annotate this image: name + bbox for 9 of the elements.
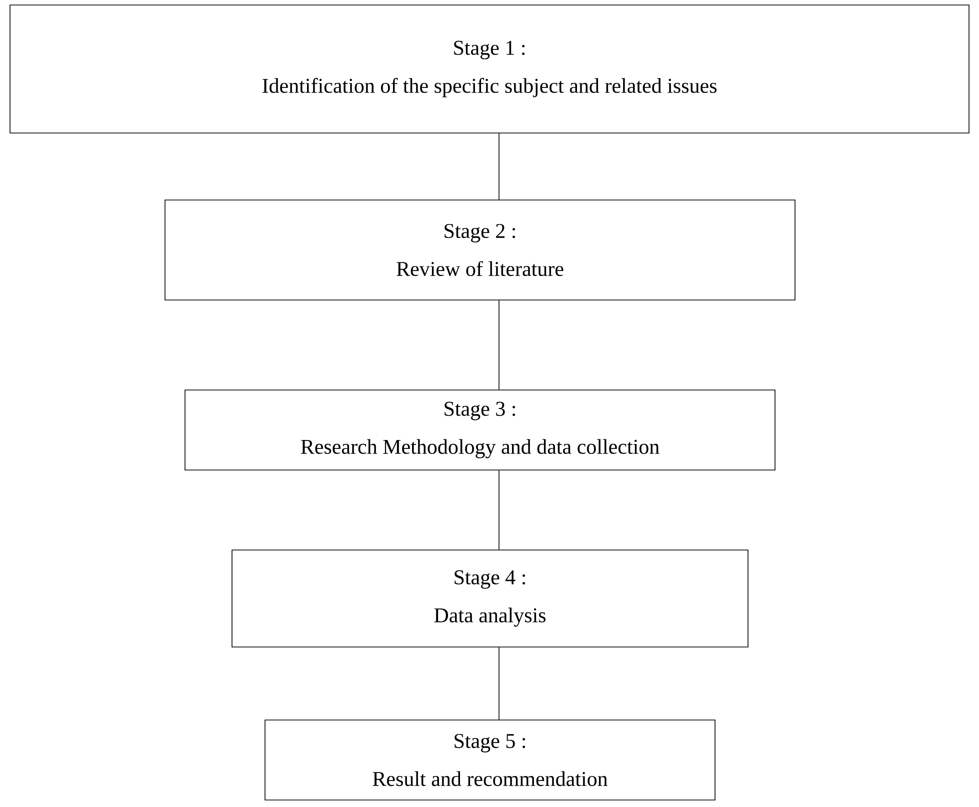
connector-line: [498, 470, 500, 550]
stage-box: Stage 5 : Result and recommendation: [264, 720, 716, 800]
connector-line: [498, 300, 500, 390]
stage-box: Stage 4 : Data analysis: [232, 550, 748, 648]
stage-box: Stage 2 : Review of literature: [164, 200, 796, 300]
stage-box: Stage 3 : Research Methodology and data collection: [184, 390, 776, 470]
connector-line: [498, 647, 500, 720]
connector-line: [498, 133, 500, 200]
stage-box: Stage 1 : Identification of the specific subject and related issues: [10, 4, 970, 134]
